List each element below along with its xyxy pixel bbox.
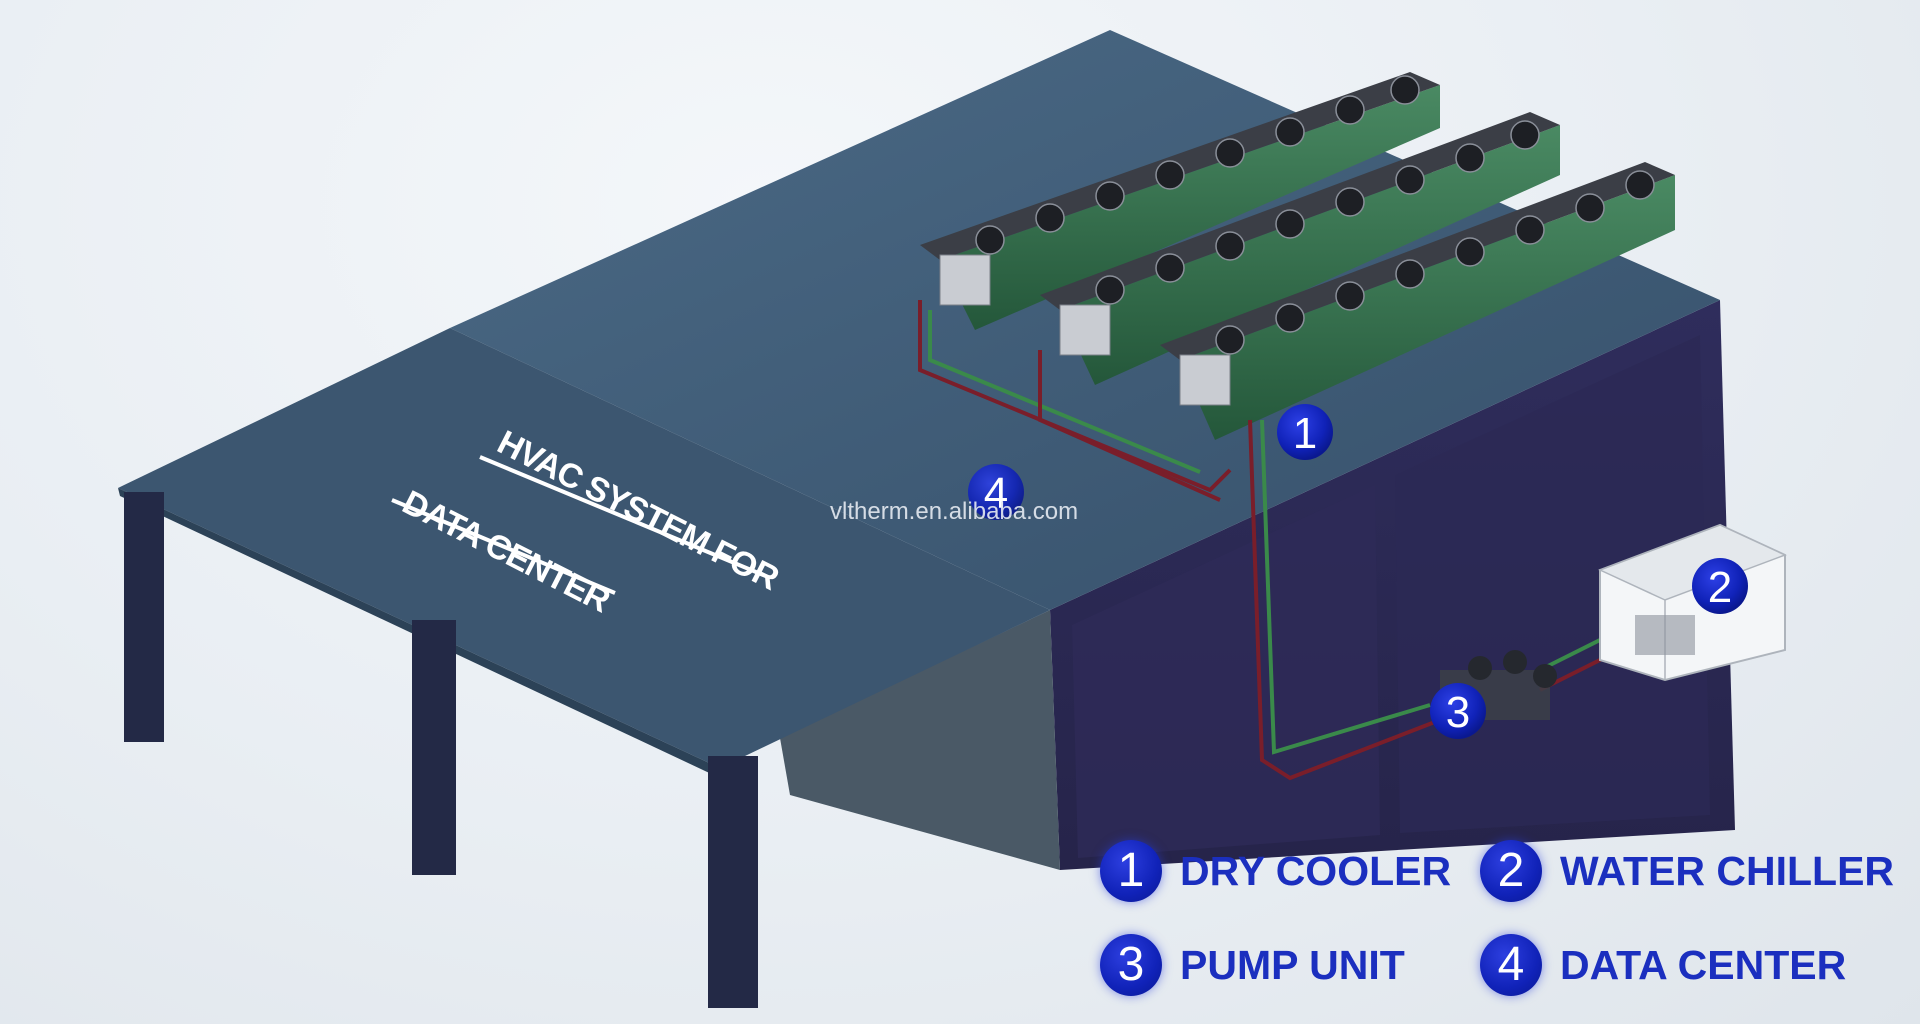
canopy-leg [708, 756, 758, 1008]
water-chiller [1598, 523, 1787, 682]
legend-label: WATER CHILLER [1560, 847, 1895, 894]
pipe-return [1038, 350, 1221, 502]
building-side-wall [780, 610, 1060, 870]
wall-panel [1072, 485, 1380, 858]
canopy-leg [124, 492, 164, 742]
legend-item-data-center: 4 DATA CENTER [1480, 934, 1846, 996]
legend-number: 3 [1100, 934, 1162, 996]
chiller-compressor [1635, 615, 1695, 655]
marker-4-number: 4 [984, 469, 1008, 518]
dry-cooler-array [920, 72, 1675, 440]
legend-number: 4 [1480, 934, 1542, 996]
dry-cooler-row [1180, 175, 1675, 440]
marker-4: 4 [968, 464, 1024, 520]
pump-icon [1468, 656, 1492, 680]
pipe-supply [928, 310, 1201, 474]
canopy-roof [118, 328, 1050, 768]
dry-cooler-row [1060, 125, 1560, 385]
chiller-top [1598, 524, 1787, 601]
legend-number: 1 [1100, 840, 1162, 902]
pipe-return [1248, 419, 1441, 781]
fan-icons [975, 75, 1655, 355]
marker-1-number: 1 [1293, 409, 1317, 458]
watermark: vltherm.en.alibaba.com [830, 498, 1079, 525]
canopy [118, 328, 1050, 1008]
legend-label: DATA CENTER [1560, 941, 1847, 988]
marker-2: 2 [1692, 558, 1748, 614]
pump-icon [1533, 664, 1557, 688]
pipe-supply [1260, 419, 1431, 755]
cooler-end-box [1179, 354, 1231, 406]
underline [479, 455, 769, 579]
marker-1: 1 [1277, 404, 1333, 460]
dry-cooler-row [940, 85, 1440, 330]
legend-label: PUMP UNIT [1180, 941, 1405, 988]
marker-2-number: 2 [1708, 563, 1732, 612]
legend-item-water-chiller: 2 WATER CHILLER [1480, 840, 1894, 902]
underline [391, 498, 616, 595]
marker-3: 3 [1430, 683, 1486, 739]
legend-number: 2 [1480, 840, 1542, 902]
marker-3-number: 3 [1446, 688, 1470, 737]
legend-item-dry-cooler: 1 DRY COOLER [1100, 840, 1451, 902]
legend: 1 DRY COOLER 2 WATER CHILLER 3 PUMP UNIT… [1100, 840, 1920, 1020]
legend-label: DRY COOLER [1180, 847, 1452, 894]
canopy-leg [412, 620, 456, 875]
cooler-end-box [1059, 304, 1111, 356]
cooler-end-box [939, 254, 991, 306]
legend-item-pump-unit: 3 PUMP UNIT [1100, 934, 1405, 996]
pump-icon [1503, 650, 1527, 674]
